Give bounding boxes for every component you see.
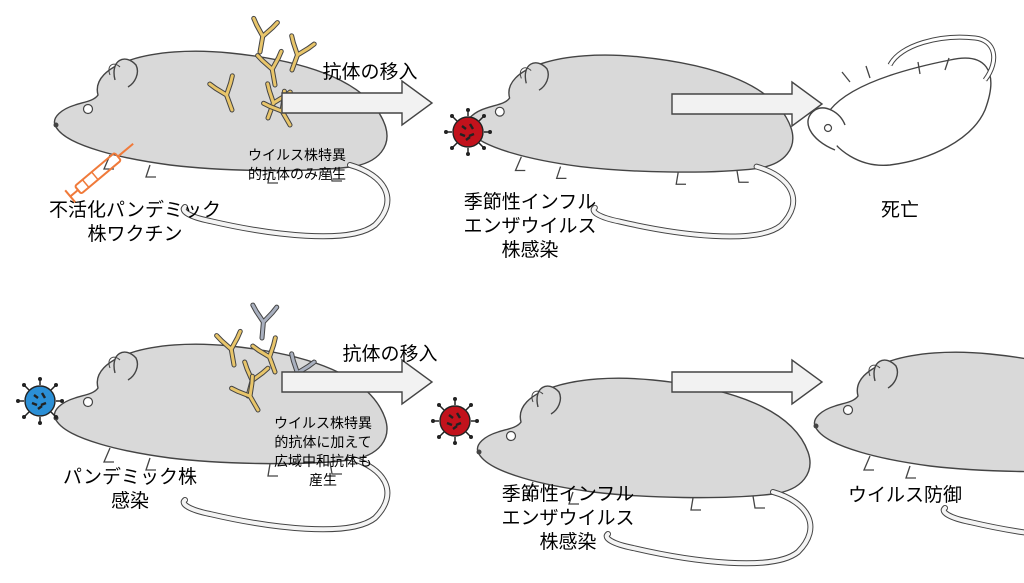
bottom-pandemic-virus-icon	[14, 375, 66, 427]
bottom-antibody-note: ウイルス株特異 的抗体に加えて 広域中和抗体も 産生	[258, 415, 388, 491]
bottom-challenge-label-line3: 株感染	[539, 531, 597, 553]
bottom-challenge-label-line2: エンザウイルス	[501, 507, 635, 529]
bottom-donor-label-line1: パンデミック株	[63, 466, 197, 488]
top-outcome-label: 死亡	[880, 199, 919, 221]
bottom-antibody-note-line3: 広域中和抗体も	[274, 454, 372, 470]
bottom-challenge-label-line1: 季節性インフル	[501, 483, 635, 505]
top-donor-label-line1: 不活化パンデミック	[49, 199, 221, 221]
top-seasonal-virus-icon	[442, 106, 494, 158]
top-challenge-label-line2: エンザウイルス	[463, 215, 597, 237]
top-donor-label-line2: 株ワクチン	[87, 223, 183, 245]
top-antibody-note-line1: ウイルス株特異	[248, 148, 346, 164]
bottom-donor-label: パンデミック株 感染	[30, 465, 230, 513]
bottom-transfer-label: 抗体の移入	[342, 343, 438, 365]
bottom-antibody-note-line2: 的抗体に加えて	[274, 435, 372, 451]
top-donor-label: 不活化パンデミック 株ワクチン	[20, 198, 250, 246]
bottom-antibody-note-line1: ウイルス株特異	[274, 416, 372, 432]
bottom-outcome-label: ウイルス防御	[847, 484, 962, 506]
bottom-survivor-mouse-icon	[814, 352, 1024, 537]
top-challenge-label: 季節性インフル エンザウイルス 株感染	[440, 190, 620, 262]
top-transfer-label: 抗体の移入	[322, 61, 418, 83]
top-antibody-note: ウイルス株特異 的抗体のみ産生	[232, 147, 362, 185]
bottom-seasonal-virus-icon	[429, 395, 481, 447]
bottom-challenge-label: 季節性インフル エンザウイルス 株感染	[478, 482, 658, 554]
top-challenge-label-line3: 株感染	[501, 239, 559, 261]
top-antibody-note-line2: 的抗体のみ産生	[248, 167, 346, 183]
syringe-icon	[64, 142, 134, 204]
bottom-antibody-note-line4: 産生	[309, 473, 337, 489]
top-challenge-label-line1: 季節性インフル	[463, 191, 597, 213]
dead-mouse-icon	[807, 34, 997, 166]
bottom-donor-label-line2: 感染	[110, 490, 149, 512]
